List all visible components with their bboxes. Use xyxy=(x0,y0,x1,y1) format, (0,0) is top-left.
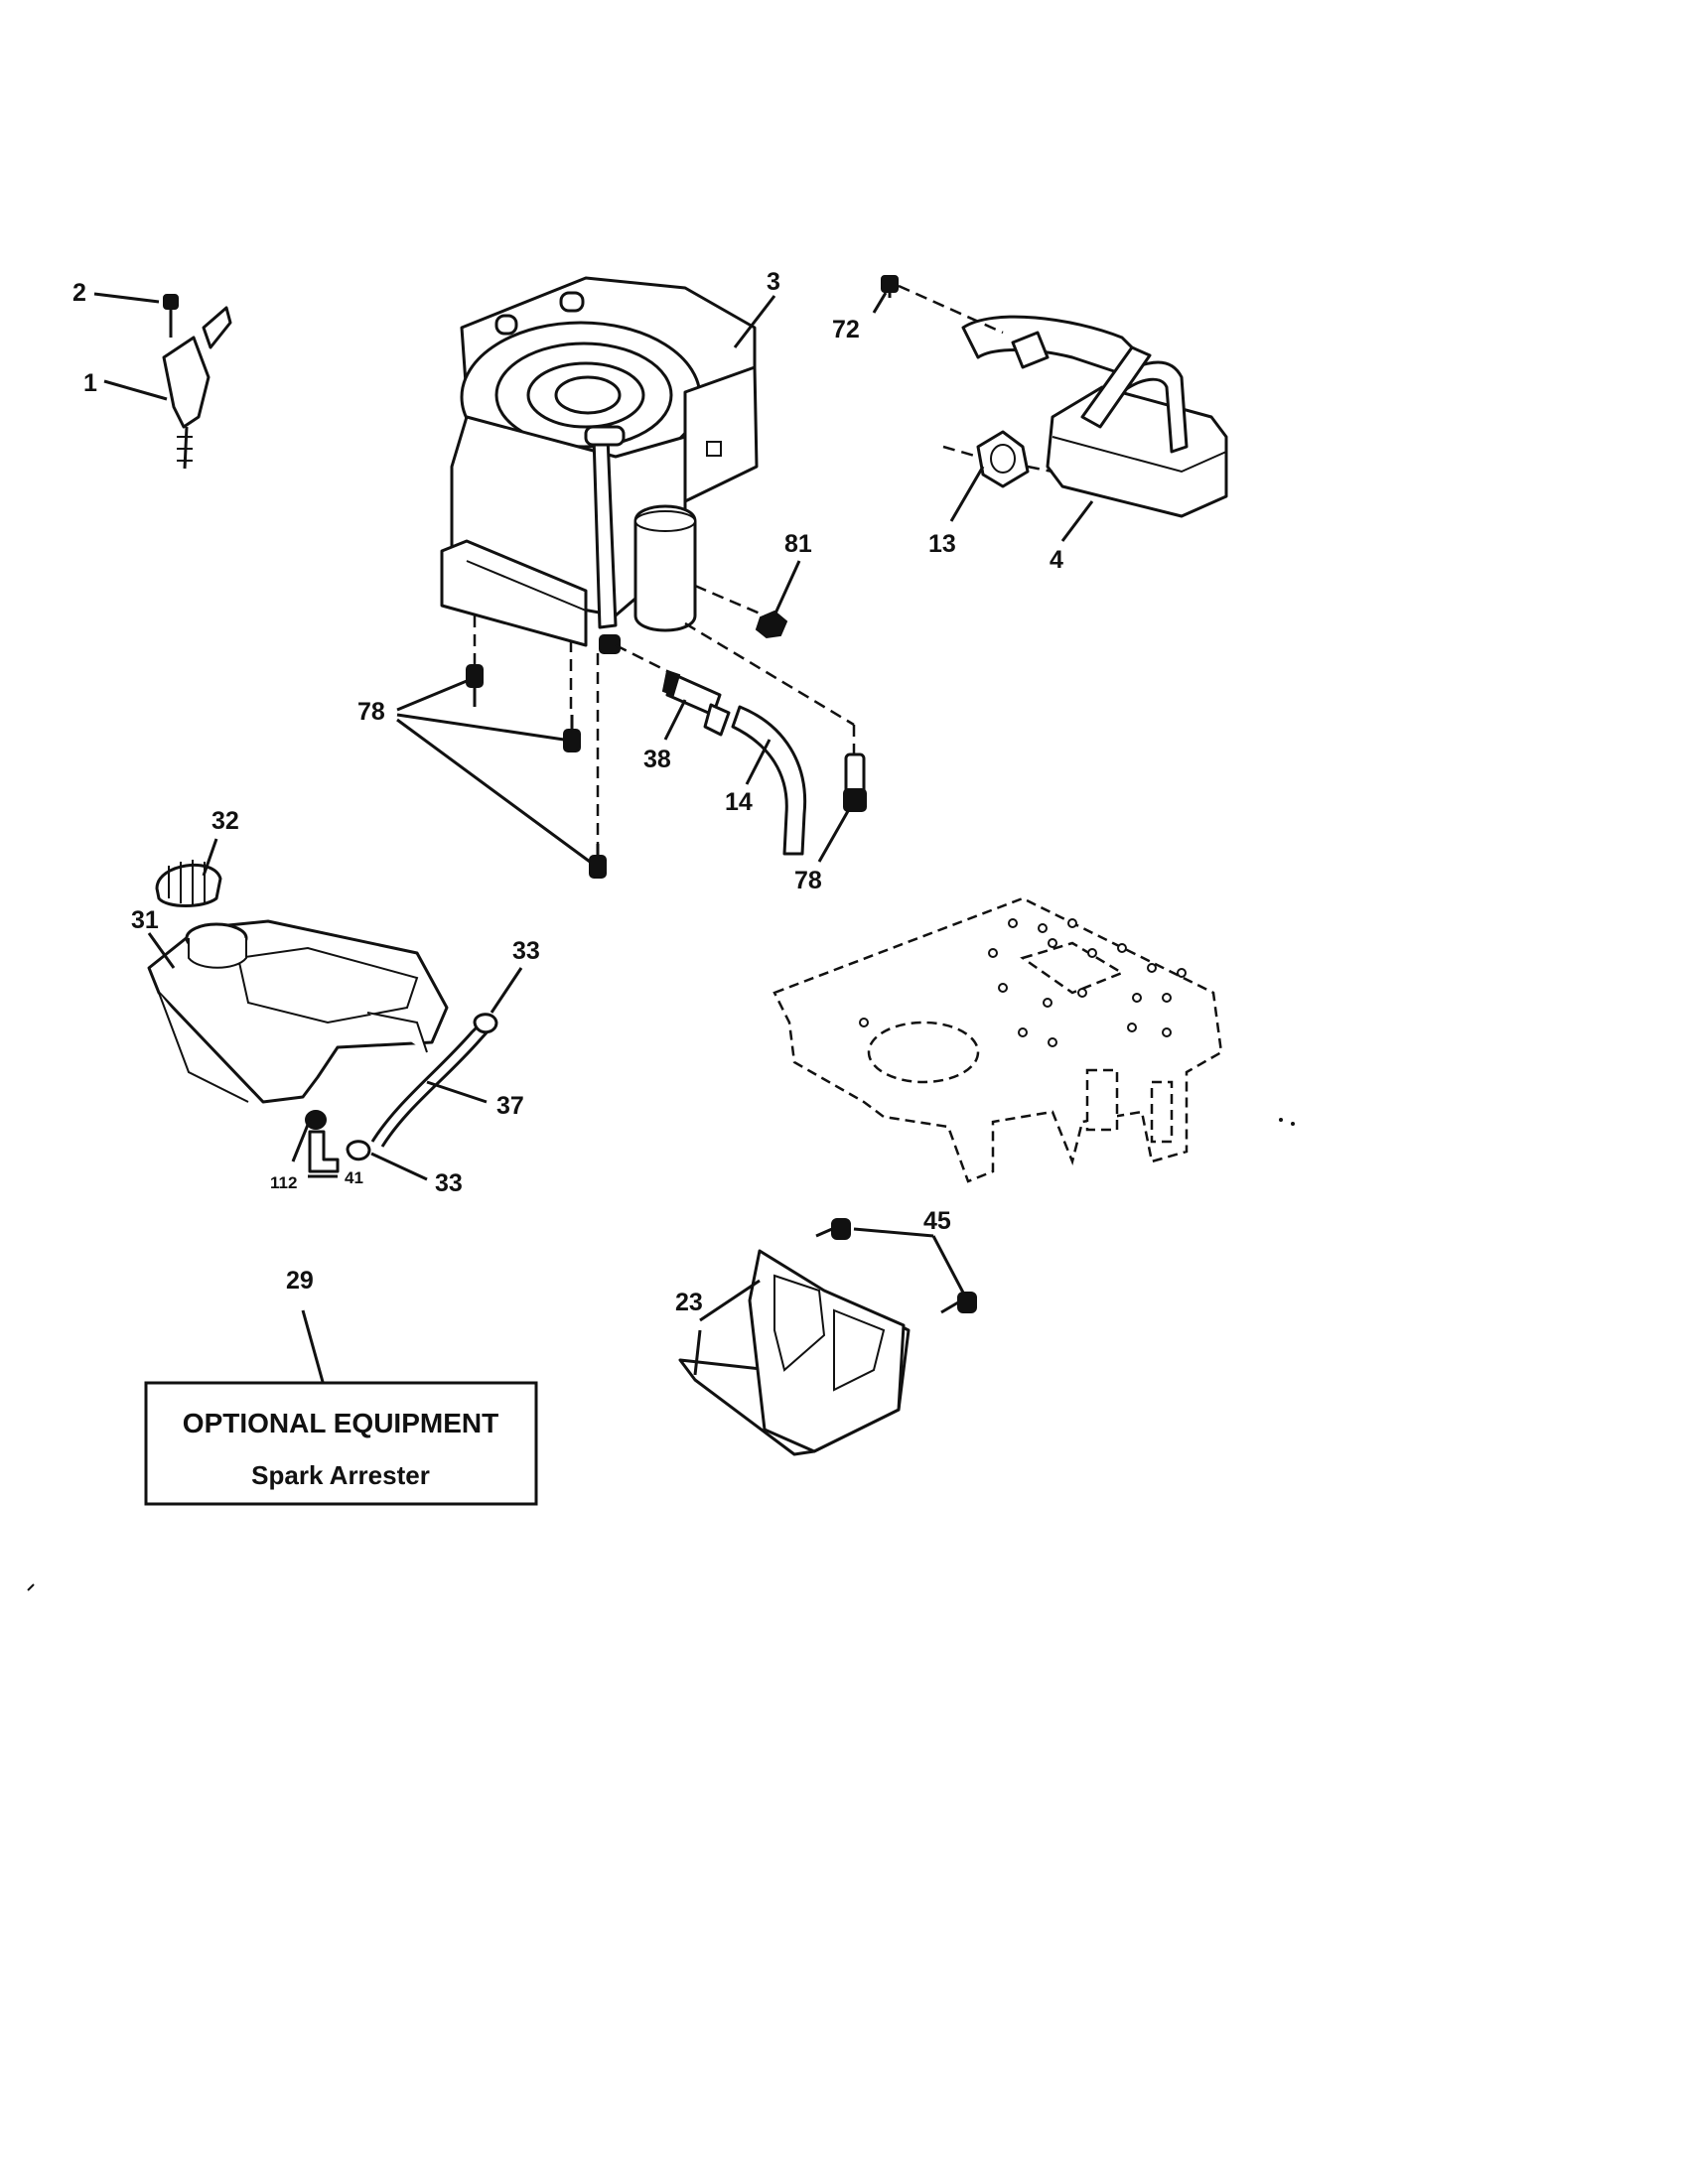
callout-33-bottom: 33 xyxy=(435,1169,463,1197)
callout-labels: 2 1 3 72 13 4 81 78 38 14 78 32 31 33 37… xyxy=(72,268,1063,1316)
callout-32: 32 xyxy=(211,807,239,835)
heat-shield-23 xyxy=(678,1249,911,1456)
optional-equipment-title: OPTIONAL EQUIPMENT xyxy=(183,1408,498,1438)
callout-81: 81 xyxy=(784,530,812,558)
callout-23: 23 xyxy=(675,1289,703,1316)
callout-14: 14 xyxy=(725,788,753,816)
callout-41: 41 xyxy=(345,1168,363,1187)
engine-mounting-bolts xyxy=(466,664,867,879)
callout-2: 2 xyxy=(72,279,86,307)
fuel-tank-31 xyxy=(147,919,449,1104)
callout-13: 13 xyxy=(928,530,956,558)
bolts-45 xyxy=(815,1218,977,1314)
clamp-33 xyxy=(346,1013,498,1161)
callout-3: 3 xyxy=(767,268,780,296)
callout-72: 72 xyxy=(832,316,860,343)
chassis-holes xyxy=(859,918,1187,1047)
callout-112: 112 xyxy=(270,1173,297,1192)
optional-equipment-subtitle: Spark Arrester xyxy=(251,1460,430,1490)
callout-38: 38 xyxy=(643,746,671,773)
fuel-cap-32 xyxy=(155,860,222,907)
fuel-line-37 xyxy=(370,1021,491,1148)
bushing-112 xyxy=(305,1110,327,1130)
engine xyxy=(440,276,759,654)
fuel-hose-14 xyxy=(731,705,807,856)
callout-29: 29 xyxy=(286,1267,314,1295)
engine-connection-lines xyxy=(473,584,856,844)
fitting-41 xyxy=(308,1130,340,1173)
callout-37: 37 xyxy=(496,1092,524,1120)
callout-45: 45 xyxy=(923,1207,951,1235)
callout-78-right: 78 xyxy=(794,867,822,894)
nut-81 xyxy=(755,610,788,639)
throttle-bracket-assembly xyxy=(162,294,232,470)
optional-equipment-box: OPTIONAL EQUIPMENT Spark Arrester xyxy=(144,1381,538,1506)
callout-4: 4 xyxy=(1050,546,1063,574)
callout-31: 31 xyxy=(131,906,159,934)
chassis-plate xyxy=(772,896,1223,1183)
muffler-assembly xyxy=(881,275,1228,518)
callout-78-left: 78 xyxy=(357,698,385,726)
scan-specks xyxy=(27,1118,1295,1591)
leader-lines xyxy=(93,292,1094,1383)
callout-33-top: 33 xyxy=(512,937,540,965)
fuel-filter-38 xyxy=(661,669,731,737)
callout-1: 1 xyxy=(83,369,97,397)
